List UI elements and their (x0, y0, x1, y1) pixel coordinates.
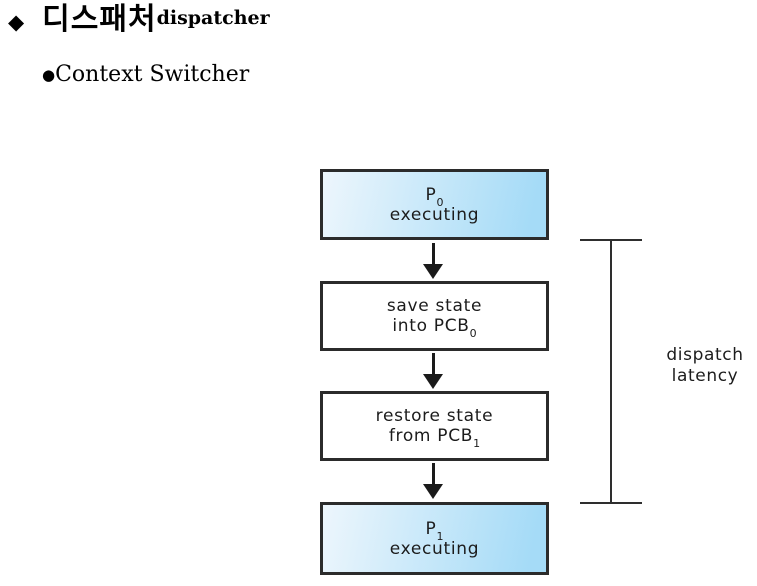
box-text-line: P1 (425, 518, 444, 542)
down-arrow-icon (423, 243, 443, 279)
bracket-bottom-cap (580, 502, 642, 504)
box-text-line: save state (387, 296, 482, 316)
down-arrow-icon (423, 463, 443, 499)
flow-box-save-state: save state into PCB0 (320, 281, 549, 351)
box-text-line: executing (390, 205, 480, 225)
box-text: executing (389, 204, 480, 225)
label-line: latency (671, 366, 739, 386)
label-line: dispatch (666, 345, 744, 365)
arrow-stem (431, 463, 435, 484)
box-text: executing (389, 538, 480, 559)
box-text-line: into PCB0 (392, 316, 476, 339)
arrow-head (423, 264, 443, 279)
flow-box-restore-state: restore state from PCB1 (320, 391, 549, 461)
box-text: P (425, 184, 437, 205)
box-text-line: executing (390, 539, 480, 559)
diamond-bullet-icon: ◆ (8, 10, 25, 34)
bracket-vertical-line (610, 240, 612, 503)
subscript: 1 (436, 529, 444, 543)
box-text: save state (386, 296, 483, 316)
down-arrow-icon (423, 353, 443, 389)
title-text: 디스패처 (42, 3, 157, 36)
arrow-stem (431, 243, 435, 264)
box-text: P (425, 518, 437, 539)
slide-title: ◆ 디스패처 dispatcher (8, 3, 270, 37)
subtitle: ● Context Switcher (42, 61, 249, 89)
arrow-head (423, 484, 443, 499)
box-text-line: from PCB1 (388, 426, 480, 449)
box-text-line: restore state (376, 406, 494, 426)
subscript: 0 (469, 327, 477, 341)
circle-bullet-icon: ● (42, 66, 56, 84)
flow-box-p1-executing: P1 executing (320, 502, 549, 575)
arrow-head (423, 374, 443, 389)
flow-box-p0-executing: P0 executing (320, 169, 549, 240)
box-text-line: P0 (425, 184, 444, 208)
box-text: from PCB (388, 426, 474, 446)
subscript: 1 (473, 437, 481, 451)
subtitle-text: Context Switcher (55, 62, 250, 87)
box-text: restore state (375, 406, 494, 426)
title-superscript: dispatcher (156, 7, 270, 29)
dispatch-latency-label: dispatch latency (650, 345, 757, 387)
subscript: 0 (436, 195, 444, 209)
box-text: into PCB (392, 316, 470, 336)
arrow-stem (431, 353, 435, 374)
